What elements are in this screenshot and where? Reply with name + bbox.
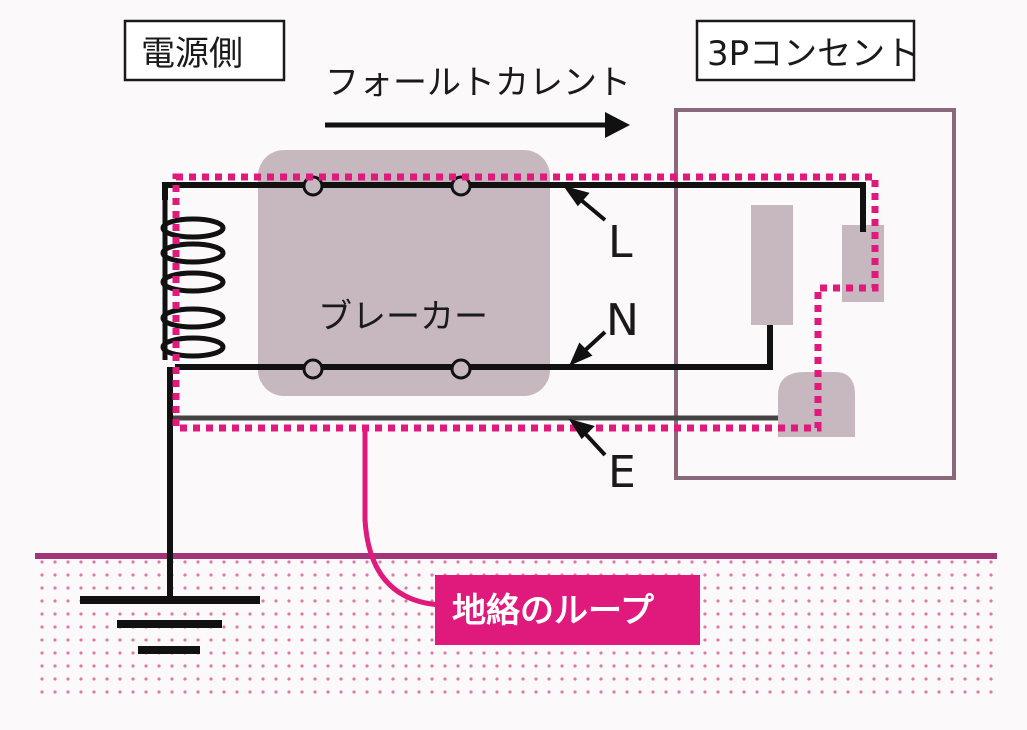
outlet-text: 3Pコンセント: [707, 34, 919, 74]
transformer-coil-icon: [160, 195, 226, 360]
line-indicator-arrows: [563, 185, 607, 457]
ground-loop-text: 地絡のループ: [452, 591, 654, 631]
breaker-text: ブレーカー: [318, 297, 488, 337]
wiring: [162, 182, 866, 600]
n-wire: [175, 325, 773, 370]
outlet-ground-pin: [778, 372, 855, 437]
fault-current-text: フォールトカレント: [325, 63, 631, 103]
ground-loop-label: 地絡のループ: [435, 575, 700, 645]
line-e-label: E: [608, 447, 636, 498]
source-side-label: 電源側: [123, 19, 286, 82]
breaker-box: [258, 150, 550, 396]
ground-symbol-icon: [80, 596, 260, 654]
arrow-right-icon: [325, 112, 630, 138]
line-n-label: N: [606, 295, 639, 346]
line-l-label: L: [608, 217, 633, 268]
outlet-frame: [674, 108, 956, 480]
outlet-label: 3Pコンセント: [695, 19, 919, 82]
source-side-text: 電源側: [141, 34, 243, 74]
outlet-n-slot: [751, 205, 793, 325]
breaker-contacts: [302, 175, 472, 380]
ground-loop-leader: [362, 428, 441, 608]
